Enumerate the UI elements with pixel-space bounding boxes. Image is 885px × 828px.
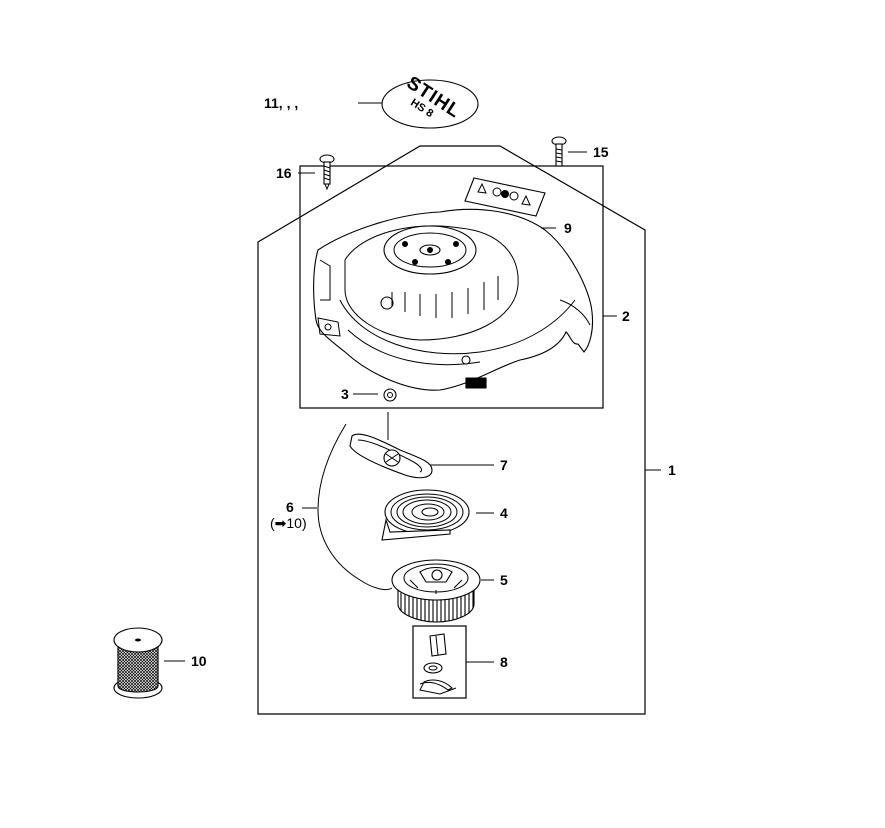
- label-part-2: 2: [622, 308, 630, 324]
- washer-3: [383, 388, 397, 402]
- starter-housing: [313, 208, 594, 391]
- small-parts-kit: [412, 625, 467, 699]
- label-part-8: 8: [500, 654, 508, 670]
- label-part-9: 9: [564, 220, 572, 236]
- warning-label: [464, 177, 546, 217]
- rewind-spring: [381, 489, 470, 541]
- label-part-6: 6: [286, 499, 294, 515]
- starter-grip: [349, 433, 433, 479]
- rope-rotor: [391, 559, 481, 623]
- label-part-15: 15: [593, 144, 609, 160]
- label-part-16: 16: [276, 165, 292, 181]
- assembly-outline: [257, 145, 646, 715]
- label-part-4: 4: [500, 505, 508, 521]
- starter-rope: [317, 412, 393, 591]
- label-part-5: 5: [500, 572, 508, 588]
- rope-spool: [113, 627, 163, 699]
- leader-lines: [164, 102, 661, 663]
- label-part-6-reference: (➡10): [270, 515, 307, 531]
- label-part-7: 7: [500, 457, 508, 473]
- label-part-10: 10: [191, 653, 207, 669]
- stihl-logo-sticker: STIHL HS 8: [381, 72, 479, 129]
- label-part-1: 1: [668, 462, 676, 478]
- label-part-3: 3: [341, 386, 349, 402]
- label-part-11: 11, , ,: [264, 95, 298, 111]
- screw-16: [319, 154, 335, 191]
- screw-15: [551, 136, 567, 167]
- housing-box: [299, 165, 604, 409]
